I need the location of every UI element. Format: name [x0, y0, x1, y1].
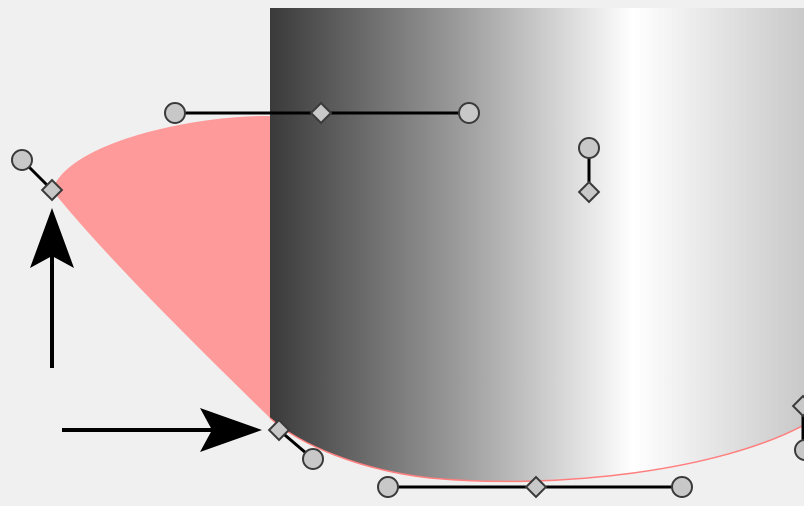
- left-control-point[interactable]: [11, 149, 33, 171]
- bottom-anchor-point[interactable]: [524, 475, 548, 499]
- right-anchor-point[interactable]: [791, 394, 804, 418]
- gradient-shape[interactable]: [270, 8, 804, 482]
- top-anchor-point[interactable]: [309, 101, 333, 125]
- bottom-right-control-point[interactable]: [671, 476, 693, 498]
- center-control-point[interactable]: [578, 137, 600, 159]
- right-control-point[interactable]: [794, 439, 804, 461]
- curve-bottom-edge: [269, 417, 804, 483]
- bottom-left-control-point[interactable]: [377, 476, 399, 498]
- arrow-right-icon: [62, 408, 262, 452]
- center-anchor-point[interactable]: [577, 180, 601, 204]
- left-anchor-point[interactable]: [40, 178, 64, 202]
- top-left-control-point[interactable]: [164, 102, 186, 124]
- top-right-control-point[interactable]: [458, 102, 480, 124]
- lower-left-control-point[interactable]: [302, 448, 324, 470]
- curve-fill-region: [52, 115, 270, 419]
- arrow-up-icon: [30, 208, 74, 368]
- lower-left-anchor-point[interactable]: [267, 418, 291, 442]
